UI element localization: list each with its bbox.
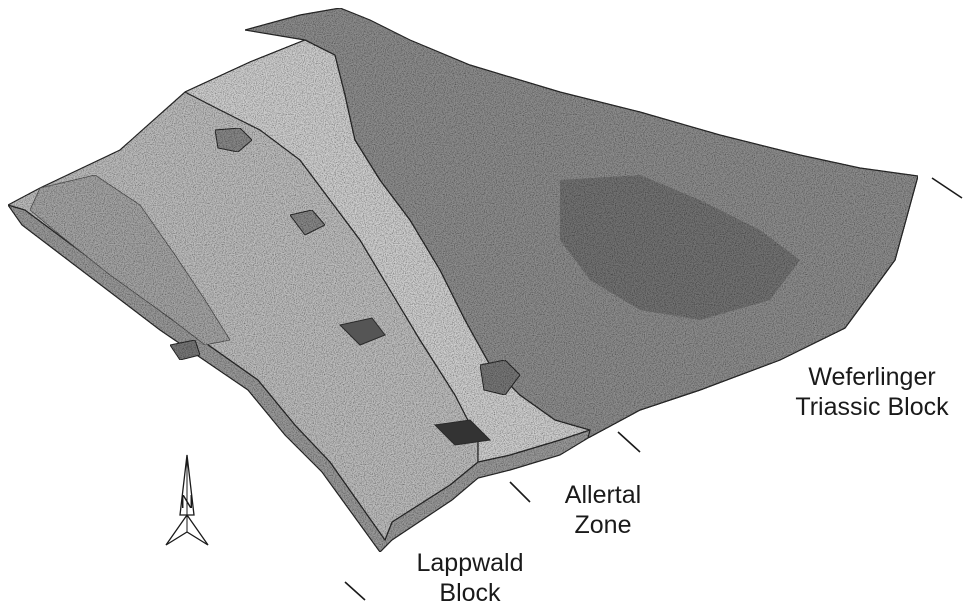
north-arrow-icon: N xyxy=(166,455,208,545)
weferlinger-pointer xyxy=(932,178,962,198)
lappwald-label-line2: Block xyxy=(400,578,540,608)
allertal-label-line2: Zone xyxy=(548,510,658,540)
weferlinger-lower-pointer xyxy=(618,432,640,452)
lappwald-label: Lappwald Block xyxy=(400,548,540,608)
allertal-pointer xyxy=(510,482,530,502)
north-arrow-letter: N xyxy=(181,492,194,512)
allertal-label-line1: Allertal xyxy=(548,480,658,510)
weferlinger-label-line2: Triassic Block xyxy=(792,392,952,422)
outcrop-patch-6 xyxy=(170,340,200,360)
weferlinger-label: Weferlinger Triassic Block xyxy=(792,362,952,422)
allertal-label: Allertal Zone xyxy=(548,480,658,540)
lappwald-label-line1: Lappwald xyxy=(400,548,540,578)
lappwald-pointer xyxy=(345,582,365,600)
weferlinger-label-line1: Weferlinger xyxy=(792,362,952,392)
